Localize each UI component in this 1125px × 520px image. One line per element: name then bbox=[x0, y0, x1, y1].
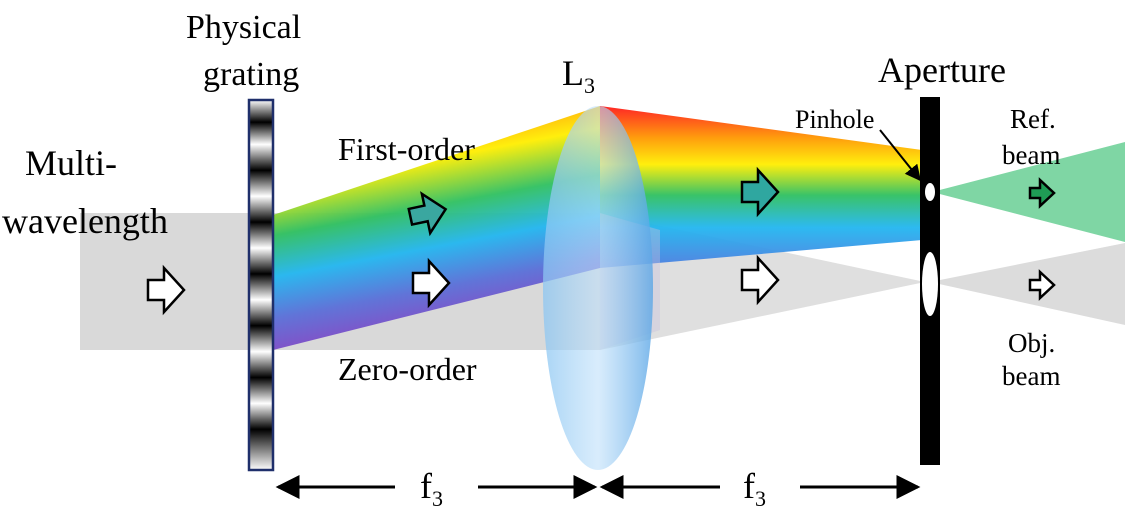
first-order-beam bbox=[273, 106, 600, 350]
lens-l3[interactable] bbox=[543, 106, 653, 470]
first-order-label: First-order bbox=[338, 131, 475, 167]
ref-beam-label-1: Ref. bbox=[1010, 104, 1056, 134]
pinhole-label: Pinhole bbox=[795, 105, 874, 134]
ref-beam-cone bbox=[932, 142, 1125, 242]
focal-length-label-2: f3 bbox=[743, 466, 766, 511]
input-beam-arrow-icon bbox=[146, 264, 186, 316]
grating-label-1: Physical bbox=[186, 9, 301, 46]
aperture-label: Aperture bbox=[878, 50, 1006, 90]
zero-order-arrow-icon bbox=[411, 257, 451, 309]
first-order-arrow-icon bbox=[407, 191, 448, 237]
obj-aperture-hole bbox=[922, 252, 938, 316]
source-label-2: wavelength bbox=[2, 201, 168, 241]
obj-beam-cone bbox=[930, 243, 1125, 325]
obj-beam-arrow-icon bbox=[1028, 269, 1056, 301]
physical-grating bbox=[247, 98, 275, 472]
obj-beam-label-2: beam bbox=[1002, 361, 1060, 391]
source-label-1: Multi- bbox=[25, 143, 117, 183]
first-order-arrow2-icon bbox=[740, 166, 780, 218]
lens-label: L3 bbox=[562, 53, 595, 98]
zero-order-label: Zero-order bbox=[338, 351, 477, 387]
obj-beam-label-1: Obj. bbox=[1008, 328, 1055, 358]
grating-label-2: grating bbox=[203, 56, 299, 93]
pinhole-pointer bbox=[879, 129, 921, 182]
ref-beam-arrow-icon bbox=[1028, 177, 1056, 209]
focal-length-label-1: f3 bbox=[420, 466, 443, 511]
pinhole bbox=[925, 183, 935, 201]
ref-beam-label-2: beam bbox=[1002, 140, 1060, 170]
zero-order-arrow2-icon bbox=[740, 254, 780, 306]
